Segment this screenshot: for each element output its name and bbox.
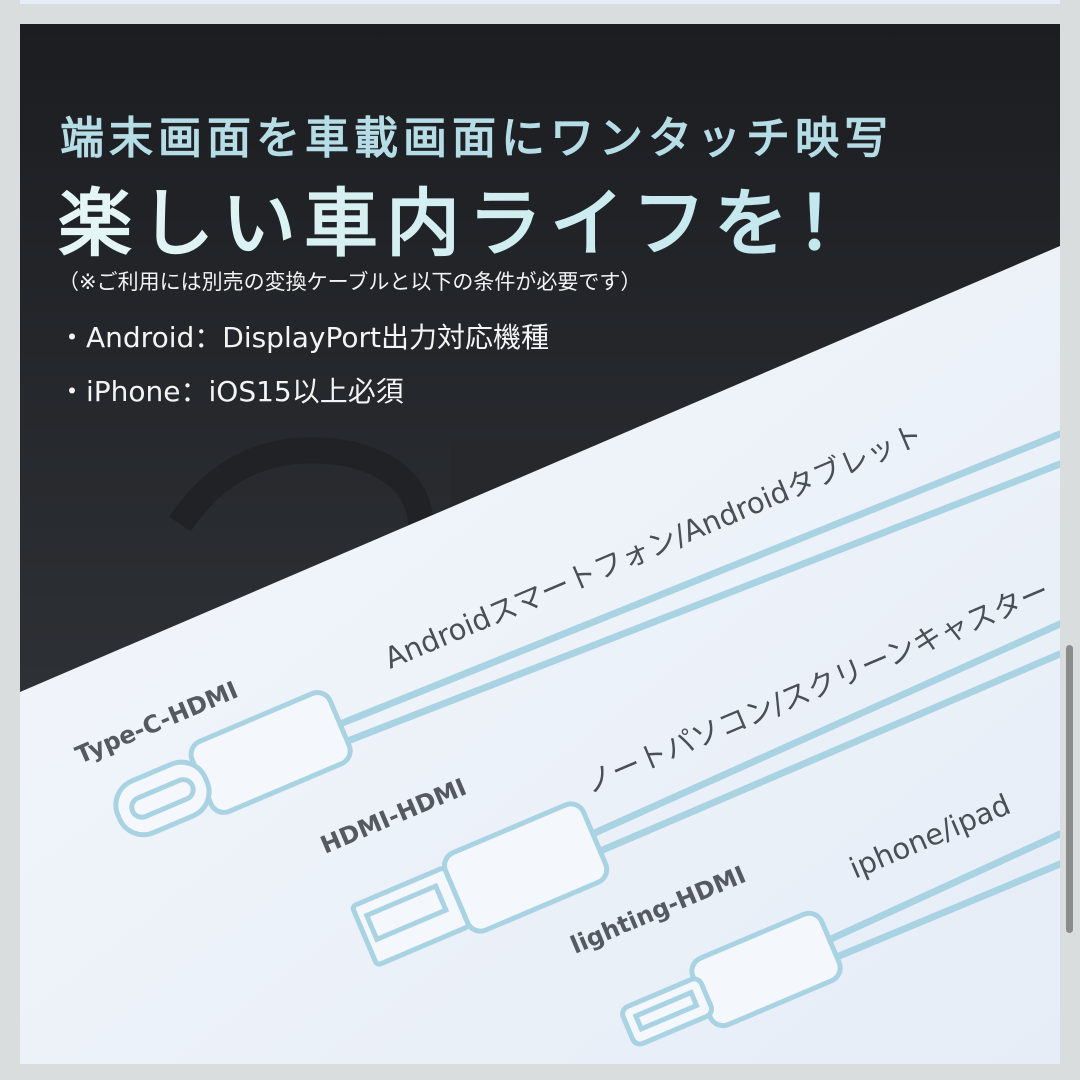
cable-line	[336, 460, 1060, 748]
background-graphic: Type-C-HDMI Androidスマートフォン/Androidタブレット …	[20, 24, 1060, 1064]
headline: 端末画面を車載画面にワンタッチ映写	[60, 113, 893, 164]
lightning-connector-icon	[620, 910, 843, 1047]
usb-a-connector-icon	[350, 801, 610, 967]
cable-line	[566, 650, 1060, 868]
scrollbar[interactable]	[1066, 645, 1073, 933]
usb-c-connector-icon	[113, 690, 353, 838]
note: （※ご利用には別売の変換ケーブルと以下の条件が必要です）	[58, 270, 642, 294]
steering-wheel	[169, 437, 435, 546]
cable-line	[336, 430, 1060, 728]
cable-line	[566, 620, 1060, 848]
product-image: Type-C-HDMI Androidスマートフォン/Androidタブレット …	[20, 24, 1060, 1064]
previous-image-edge	[20, 0, 1060, 4]
title: 楽しい車内ライフを！	[58, 164, 878, 271]
requirement-iphone: ・iPhone：iOS15以上必須	[58, 375, 404, 408]
requirement-android: ・Android：DisplayPort出力対応機種	[58, 321, 549, 354]
light-panel	[20, 246, 1060, 1064]
cable-line	[816, 830, 1060, 948]
cable-line	[816, 860, 1060, 968]
